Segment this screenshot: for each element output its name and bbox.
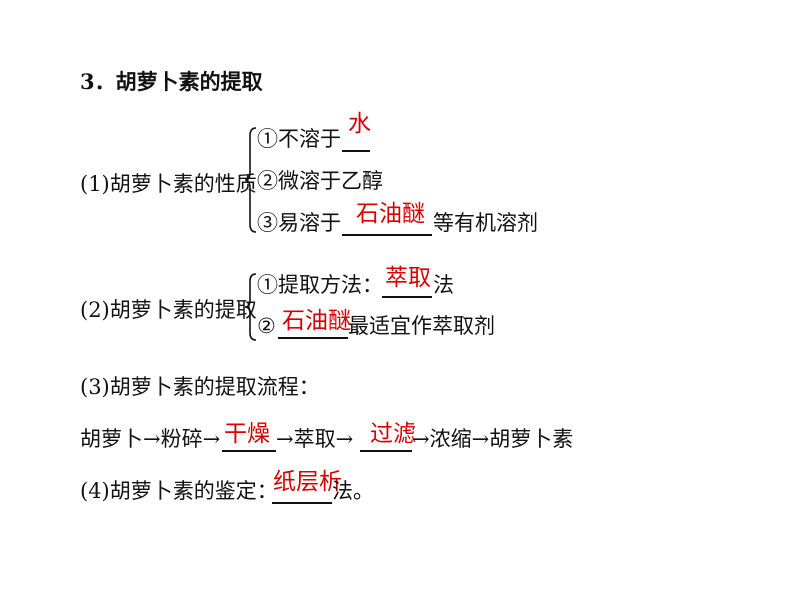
property-item-3-suffix: 等有机溶剂 (433, 211, 538, 235)
blank-line (342, 234, 432, 236)
answer-filtration: 过滤 (370, 421, 416, 447)
brace-1 (244, 127, 257, 233)
process-step-end: →浓缩→胡萝卜素 (412, 427, 574, 451)
identification-suffix: 法。 (332, 479, 374, 503)
extraction-item-2-suffix: 最适宜作萃取剂 (348, 314, 495, 338)
answer-drying: 干燥 (224, 421, 270, 447)
blank-line (382, 296, 432, 298)
extraction-item-1: ①提取方法： (257, 273, 383, 297)
blank-line (272, 502, 332, 504)
property-label: (1)胡萝卜素的性质 (80, 172, 257, 196)
property-item-1: ①不溶于 (257, 127, 341, 151)
extraction-label: (2)胡萝卜素的提取 (80, 298, 257, 322)
answer-paper-chromatography: 纸层析 (273, 469, 342, 495)
extraction-item-1-suffix: 法 (433, 273, 454, 297)
answer-extraction: 萃取 (385, 265, 431, 291)
brace-2 (244, 273, 257, 341)
process-step-start: 胡萝卜→粉碎→ (80, 427, 221, 451)
answer-water: 水 (348, 111, 371, 137)
extraction-item-2-prefix: ② (257, 314, 276, 338)
blank-line (222, 450, 276, 452)
answer-petroleum-ether-2: 石油醚 (282, 308, 351, 334)
blank-line (360, 450, 412, 452)
property-item-3: ③易溶于 (257, 211, 341, 235)
identification-label: (4)胡萝卜素的鉴定： (80, 479, 278, 503)
process-label: (3)胡萝卜素的提取流程： (80, 375, 320, 399)
blank-line (342, 150, 370, 152)
process-step-middle: →萃取→ (276, 427, 354, 451)
section-heading: 3．胡萝卜素的提取 (80, 69, 263, 94)
blank-line (278, 337, 348, 339)
answer-petroleum-ether: 石油醚 (356, 201, 425, 227)
property-item-2: ②微溶于乙醇 (257, 169, 383, 193)
